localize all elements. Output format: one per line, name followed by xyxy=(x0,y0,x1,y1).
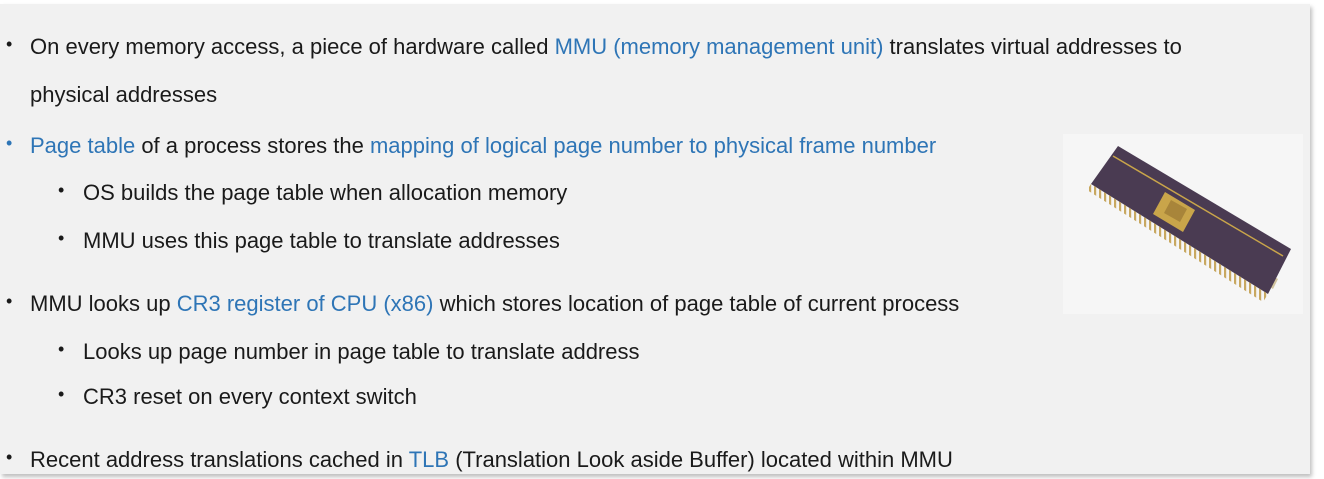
cr3-link[interactable]: CR3 register of CPU (x86) xyxy=(176,291,434,316)
bullet-cr3-pre: MMU looks up xyxy=(30,291,177,316)
bullet-cr3-text: MMU looks up CR3 register of CPU (x86) w… xyxy=(30,291,959,317)
sub-bullet-os-builds: OS builds the page table when allocation… xyxy=(83,180,568,205)
sub-bullet-dot: • xyxy=(58,180,65,200)
slide: • On every memory access, a piece of har… xyxy=(0,4,1310,474)
chip-die-inner xyxy=(1164,200,1187,222)
bullet-dot: • xyxy=(6,34,13,54)
page-table-link[interactable]: Page table xyxy=(30,133,136,158)
bullet-tlb-post: (Translation Look aside Buffer) located … xyxy=(449,447,953,472)
sub-bullet-looks-up: Looks up page number in page table to tr… xyxy=(83,339,640,364)
bullet-mmu-pre: On every memory access, a piece of hardw… xyxy=(30,34,555,59)
bullet-tlb-pre: Recent address translations cached in xyxy=(30,447,409,472)
chip-trace xyxy=(1112,155,1284,257)
bullet-cr3-post: which stores location of page table of c… xyxy=(433,291,960,316)
sub-bullet-mmu-uses: MMU uses this page table to translate ad… xyxy=(83,228,560,253)
chip-body xyxy=(1091,146,1291,294)
sub-bullet-cr3-reset: CR3 reset on every context switch xyxy=(83,384,417,409)
bullet-dot: • xyxy=(6,133,13,153)
bullet-mmu-continuation: physical addresses xyxy=(30,82,218,107)
cpu-chip-photo xyxy=(1063,134,1303,314)
chip-pins xyxy=(1087,184,1268,302)
bullet-page-table-text: Page table of a process stores the mappi… xyxy=(30,133,936,159)
bullet-dot: • xyxy=(6,447,13,467)
bullet-dot: • xyxy=(6,291,13,311)
sub-bullet-dot: • xyxy=(58,384,65,404)
mmu-link[interactable]: MMU (memory management unit) xyxy=(554,34,884,59)
bullet-tlb-text: Recent address translations cached in TL… xyxy=(30,447,953,473)
cpu-chip-icon xyxy=(1087,146,1291,302)
mapping-link[interactable]: mapping of logical page number to physic… xyxy=(369,133,937,158)
bullet-mmu-text: On every memory access, a piece of hardw… xyxy=(30,34,1182,60)
tlb-link[interactable]: TLB xyxy=(408,447,450,472)
bullet-page-table-mid: of a process stores the xyxy=(135,133,370,158)
sub-bullet-dot: • xyxy=(58,228,65,248)
bullet-mmu-post: translates virtual addresses to xyxy=(883,34,1182,59)
sub-bullet-dot: • xyxy=(58,339,65,359)
